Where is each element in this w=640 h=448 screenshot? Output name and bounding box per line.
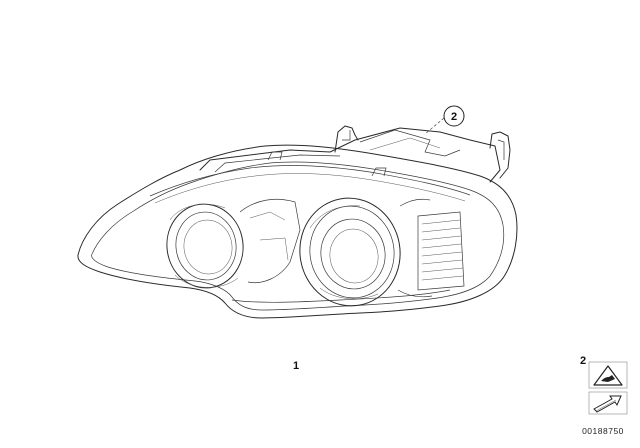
- indicator-strips: [397, 198, 465, 298]
- left-projector-lens: [166, 203, 244, 289]
- warning-triangle-icon: [588, 361, 628, 389]
- legend: 2 00188750: [580, 355, 628, 436]
- callout-2-label: 2: [451, 111, 457, 123]
- image-code: 00188750: [582, 426, 624, 436]
- headlight-assembly[interactable]: [77, 125, 518, 319]
- right-projector-lens: [299, 197, 401, 307]
- arrow-icon: [588, 391, 628, 415]
- callout-2[interactable]: 2: [424, 105, 465, 135]
- legend-label: 2: [580, 355, 586, 367]
- part-1-label[interactable]: 1: [293, 360, 299, 372]
